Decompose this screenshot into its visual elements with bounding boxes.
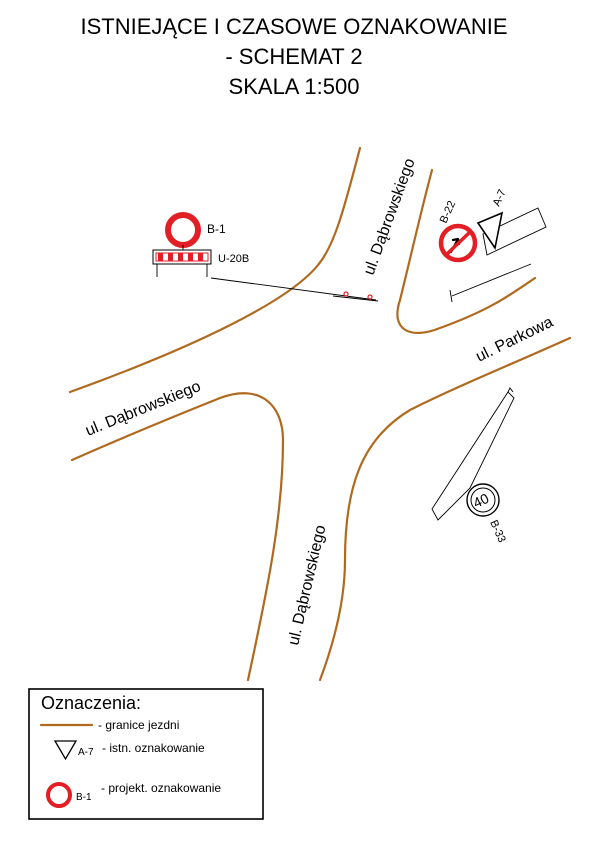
legend-existing-icon [53,740,78,761]
existing-signs-ne: B-22 A-7 [438,188,547,303]
a7-sign-backing [482,207,547,256]
road-edge-ne [396,168,537,335]
existing-sign-se: 40 B-33 [431,387,515,544]
street-label-parkowa: ul. Parkowa [473,314,556,366]
legend-project-label: - projekt. oznakowanie [101,781,221,795]
street-label-dabrowskiego-south: ul. Dąbrowskiego [285,523,329,647]
b22-sign-label: B-22 [438,199,458,225]
u20b-barrier-label: U-20B [218,253,249,265]
b33-sign-value: 40 [470,490,491,511]
title-line-2: - SCHEMAT 2 [225,44,362,69]
title-line-3: SKALA 1:500 [229,74,360,99]
legend-title: Oznaczenia: [41,693,141,713]
barrier-location-line [332,295,379,302]
b1-sign-icon [165,212,201,248]
road-edge-se [318,336,572,682]
leader-line [210,277,377,301]
location-marker-icon [367,294,373,300]
a7-sign-icon [476,211,504,251]
legend-project-code: B-1 [76,792,92,803]
temporary-sign-group: B-1 U-20B [152,212,379,302]
road-edges [68,146,572,682]
road-edge-sw [70,392,285,682]
legend-existing-code: A-7 [78,747,94,758]
legend-existing-label: - istn. oznakowanie [102,741,205,755]
location-marker-icon [343,291,349,297]
b1-sign-label: B-1 [207,222,226,236]
a7-sign-label: A-7 [491,188,509,209]
road-edge-nw [68,146,362,394]
legend: Oznaczenia: - granice jezdni A-7 - istn.… [28,688,264,820]
b33-sign-backing [431,391,515,521]
b33-sign-label: B-33 [487,518,507,544]
legend-project-icon [46,782,72,808]
u20b-barrier-icon [152,249,212,277]
title-line-1: ISTNIEJĄCE I CZASOWE OZNAKOWANIE [80,14,507,39]
sign-location-line [451,263,532,297]
legend-road-label: - granice jezdni [98,718,179,732]
